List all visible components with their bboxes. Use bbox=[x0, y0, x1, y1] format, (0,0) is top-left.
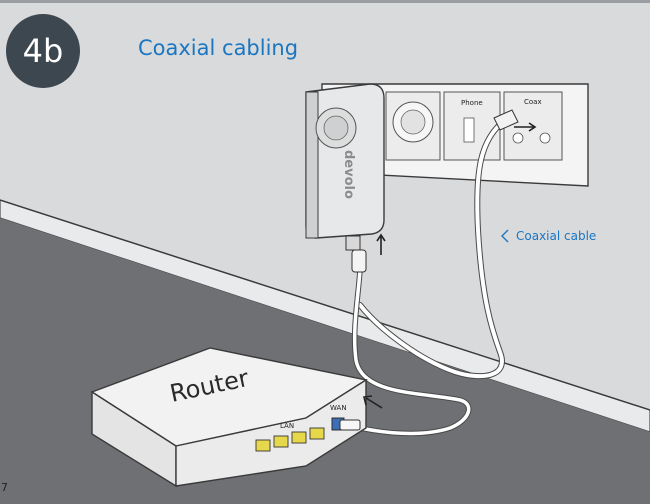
top-rule bbox=[0, 0, 650, 3]
step-badge: 4b bbox=[6, 14, 80, 88]
chevron-left-icon bbox=[501, 229, 509, 243]
devolo-adapter: devolo bbox=[305, 83, 386, 273]
ethernet-cable bbox=[351, 267, 472, 437]
phone-label: Phone bbox=[461, 99, 483, 107]
up-arrow-icon bbox=[376, 233, 386, 255]
coaxial-cable-callout: Coaxial cable bbox=[501, 229, 596, 243]
page-number: 7 bbox=[1, 481, 8, 494]
insert-arrow-icon bbox=[363, 395, 383, 409]
adapter-brand: devolo bbox=[341, 150, 356, 199]
lan-ports bbox=[255, 427, 325, 452]
coax-label: Coax bbox=[524, 98, 542, 106]
wall-socket-panel: Phone Coax bbox=[321, 83, 589, 187]
lan-label: LAN bbox=[280, 422, 294, 430]
coaxial-cable-label: Coaxial cable bbox=[516, 229, 596, 243]
router: Router LAN WAN bbox=[90, 347, 383, 488]
page-title: Coaxial cabling bbox=[138, 36, 299, 60]
wan-label: WAN bbox=[330, 404, 347, 412]
insert-arrow-icon bbox=[514, 122, 537, 132]
coaxial-cable bbox=[357, 109, 519, 380]
